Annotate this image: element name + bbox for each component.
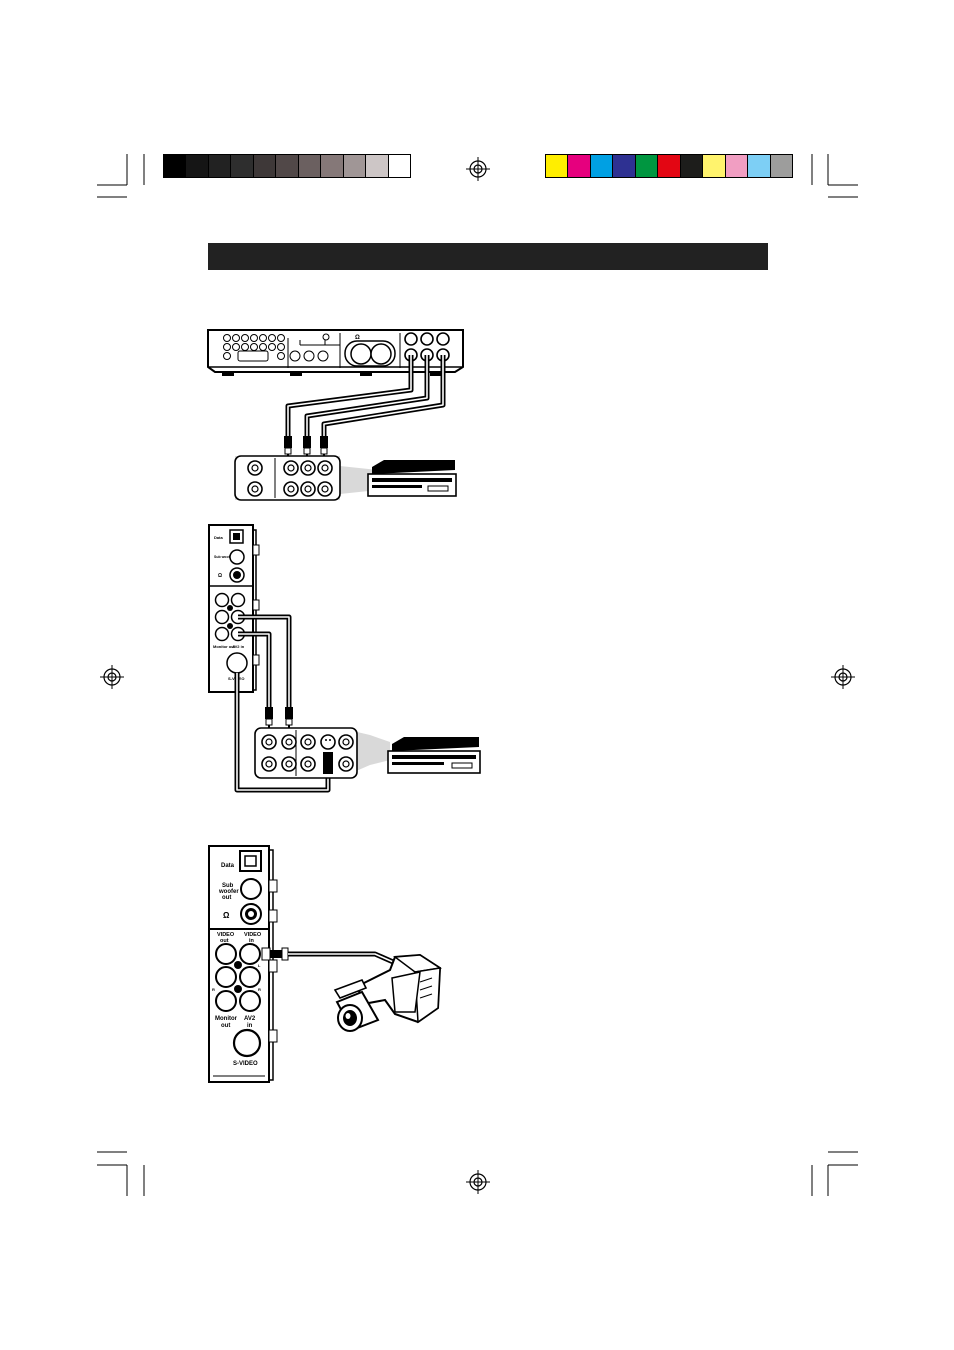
vcr-jack-panel-2 (255, 728, 390, 778)
label-out: out (222, 895, 231, 901)
camcorder-icon (335, 955, 440, 1031)
registration-mark-right (831, 665, 855, 689)
diagram-tv-rear-to-vcr: Ω (208, 330, 463, 500)
label-svideo-large: S-VIDEO (233, 1061, 258, 1067)
label-data-large: Data (221, 863, 235, 869)
label-r-left: R (212, 987, 215, 992)
label-av2-in: AV2 in (232, 644, 245, 649)
registration-mark-bottom (466, 1170, 490, 1194)
label-headphone-large: Ω (223, 911, 230, 920)
diagram-side-panel-to-vcr: Data Sub woofer out Ω Monitor out (209, 525, 480, 790)
registration-mark-top (466, 157, 490, 181)
vcr-icon-2 (388, 737, 480, 773)
registration-mark-left (100, 665, 124, 689)
label-headphone: Ω (218, 573, 222, 579)
side-panel-large: Data Sub woofer out Ω VIDEO out VIDEO in (209, 846, 277, 1082)
label-av2-2: in (247, 1023, 253, 1029)
svg-text:Ω: Ω (355, 335, 360, 341)
vcr-icon (368, 460, 456, 496)
side-panel-small: Data Sub woofer out Ω Monitor out (209, 525, 259, 692)
label-monitor-2: out (221, 1023, 230, 1029)
label-data: Data (214, 535, 223, 540)
label-r-right: R (258, 987, 261, 992)
label-monitor-1: Monitor (215, 1016, 238, 1022)
label-av2-1: AV2 (244, 1016, 256, 1022)
diagram-side-panel-to-camcorder: Data Sub woofer out Ω VIDEO out VIDEO in (209, 846, 440, 1082)
vcr-jack-panel (235, 456, 378, 500)
video-cable (262, 948, 400, 965)
